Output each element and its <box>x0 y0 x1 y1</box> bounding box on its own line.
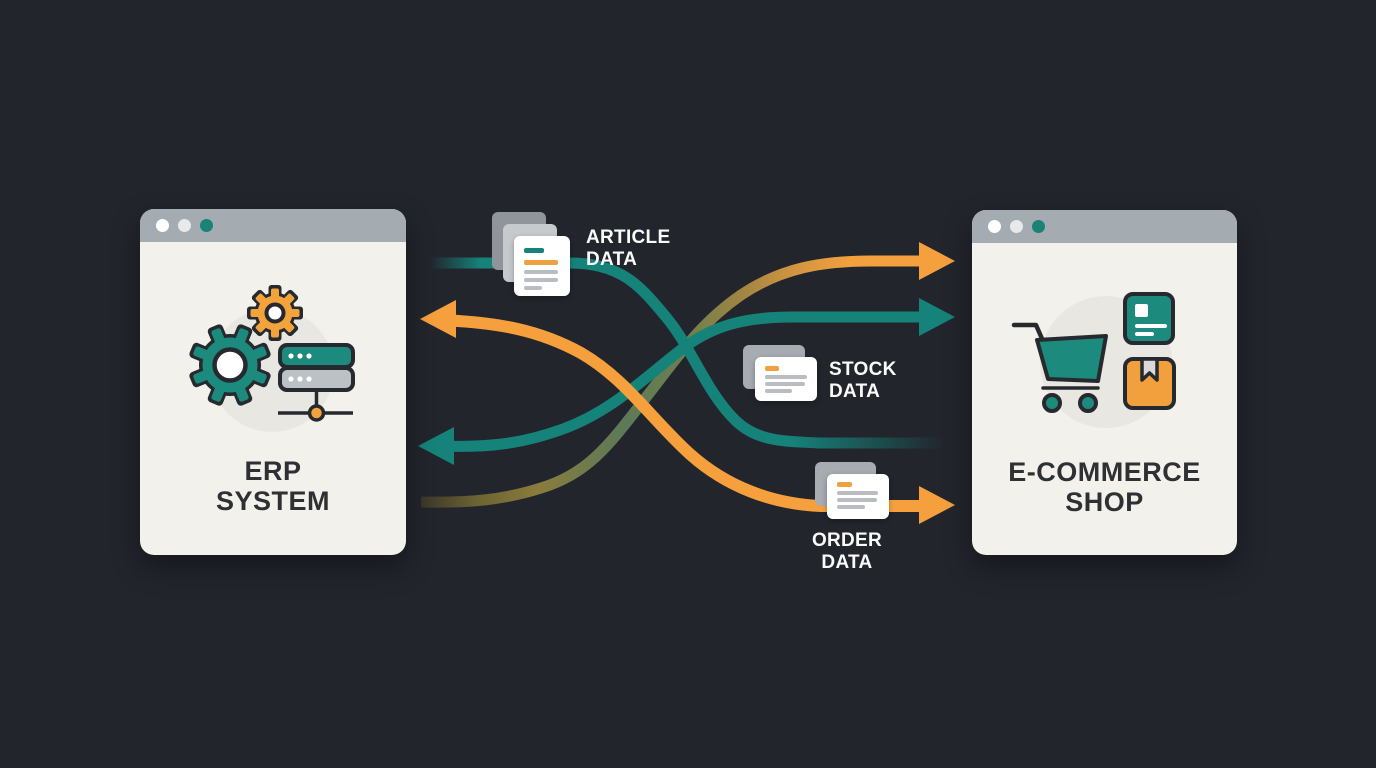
erp-icon <box>188 285 355 432</box>
title-line: SHOP <box>1065 487 1144 517</box>
article-data-icon <box>492 212 572 298</box>
server-icon <box>278 343 355 422</box>
orange-arrowhead-top-right <box>919 242 955 280</box>
package-box-icon <box>1123 357 1176 410</box>
teal-arrowhead-left <box>418 427 454 465</box>
article-data-label: ARTICLE DATA <box>586 227 670 270</box>
label-line: DATA <box>821 551 873 573</box>
article-flow-line <box>432 257 943 449</box>
order-data-label: ORDER DATA <box>797 530 897 573</box>
label-line: ARTICLE <box>586 227 671 248</box>
doc-line <box>837 505 865 509</box>
label-line: STOCK <box>829 359 897 380</box>
doc-line <box>765 375 807 379</box>
doc-line <box>524 286 542 290</box>
document-front <box>514 236 570 296</box>
orange-arrowhead-left <box>420 300 456 338</box>
doc-line <box>524 270 558 274</box>
network-node-icon <box>307 404 326 422</box>
gear-large-icon <box>188 323 272 407</box>
shop-window-title: E-COMMERCE SHOP <box>972 457 1237 517</box>
doc-line <box>837 482 852 487</box>
window-dot <box>988 220 1001 233</box>
doc-line <box>765 366 779 371</box>
title-line: ERP <box>244 456 302 486</box>
doc-line <box>524 278 558 282</box>
stock-data-icon <box>743 345 821 405</box>
shop-icon <box>1011 292 1176 428</box>
label-line: DATA <box>829 380 881 402</box>
window-dot <box>1010 220 1023 233</box>
window-dot <box>200 219 213 232</box>
gradient-flow-line <box>420 255 926 508</box>
teal-arrowhead-right <box>919 298 955 336</box>
gear-small-icon <box>247 285 303 341</box>
erp-window: ERP SYSTEM <box>140 209 406 555</box>
document-front <box>827 474 889 519</box>
erp-titlebar <box>140 209 406 242</box>
title-line: E-COMMERCE <box>1008 457 1201 487</box>
orange-arrowhead-order-right <box>919 486 955 524</box>
doc-line <box>765 382 805 386</box>
title-line: SYSTEM <box>215 486 331 516</box>
erp-window-title: ERP SYSTEM <box>140 456 406 516</box>
doc-line <box>524 248 544 253</box>
orange-exchange-line <box>436 314 923 512</box>
ecommerce-window: E-COMMERCE SHOP <box>972 210 1237 555</box>
doc-line <box>524 260 558 265</box>
window-dot <box>1032 220 1045 233</box>
doc-line <box>765 389 792 393</box>
window-dot <box>178 219 191 232</box>
label-line: ORDER <box>811 530 883 551</box>
label-line: DATA <box>586 248 638 270</box>
doc-line <box>837 491 878 495</box>
window-dot <box>156 219 169 232</box>
stock-data-label: STOCK DATA <box>829 359 897 402</box>
document-front <box>755 357 817 401</box>
product-card-icon <box>1123 292 1175 345</box>
shop-titlebar <box>972 210 1237 243</box>
shopping-cart-icon <box>1011 322 1108 413</box>
doc-line <box>837 498 877 502</box>
order-data-icon <box>815 462 893 522</box>
